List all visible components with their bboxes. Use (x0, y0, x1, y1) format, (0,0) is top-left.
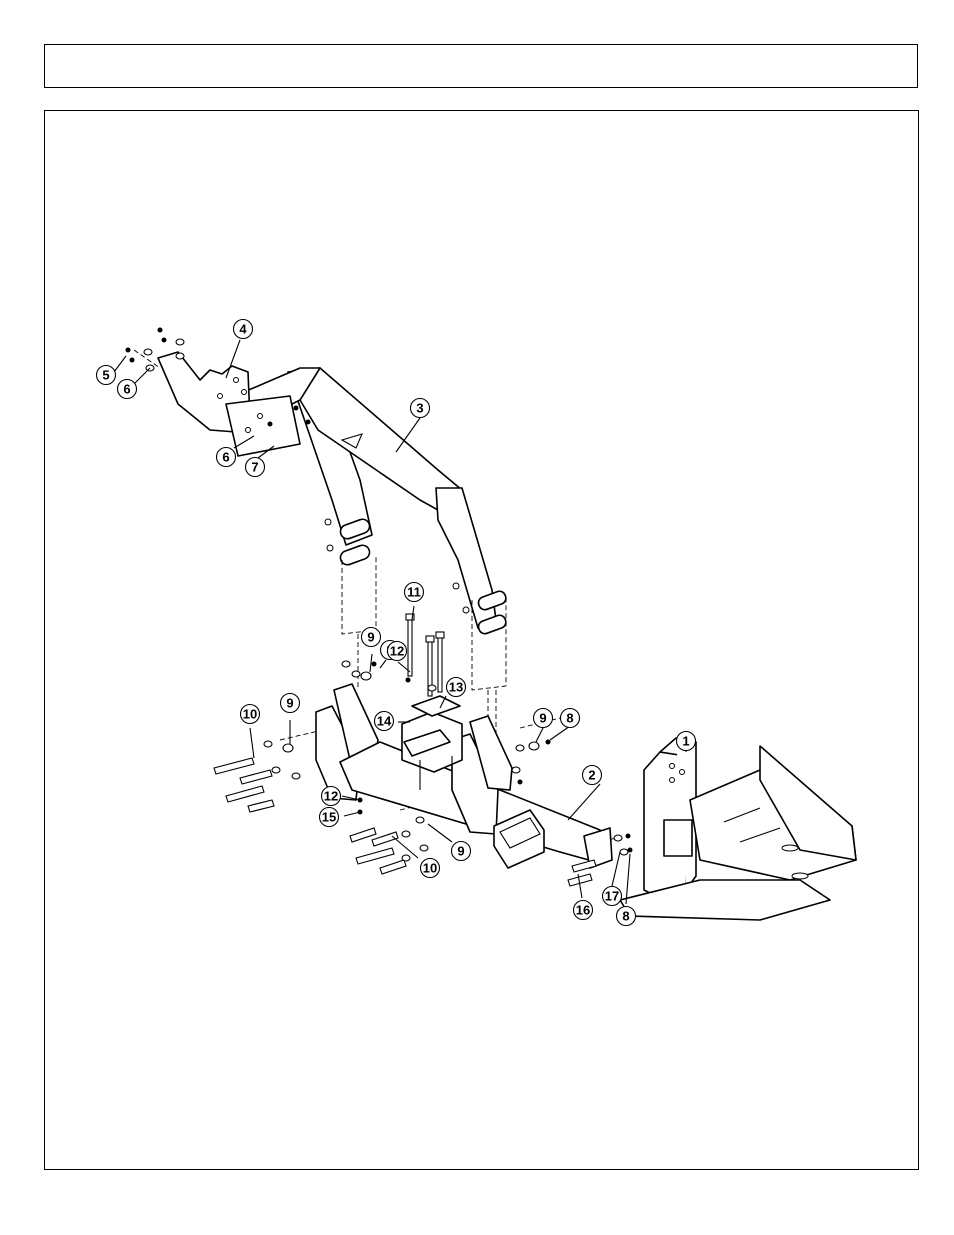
svg-text:17: 17 (605, 889, 619, 904)
svg-text:8: 8 (622, 909, 629, 924)
svg-text:1: 1 (682, 734, 689, 749)
main-mount-part-1 (620, 738, 856, 920)
callout-7: 7 (246, 458, 265, 477)
svg-text:13: 13 (449, 680, 463, 695)
callout-11: 11 (405, 583, 424, 602)
svg-text:10: 10 (243, 707, 257, 722)
callout-10b: 10 (421, 859, 440, 878)
callout-15: 15 (320, 808, 339, 827)
long-bolts-part-11 (406, 614, 444, 696)
svg-text:8: 8 (566, 711, 573, 726)
callout-9a: 9 (362, 628, 381, 647)
svg-text:7: 7 (251, 460, 258, 475)
svg-text:3: 3 (416, 401, 423, 416)
callout-12a: 12 (388, 642, 407, 661)
callout-12b: 12 (322, 787, 341, 806)
callout-14: 14 (375, 712, 394, 731)
callout-5: 5 (97, 366, 116, 385)
callout-9b: 9 (534, 709, 553, 728)
callout-10a: 10 (241, 705, 260, 724)
callout-9c: 9 (281, 694, 300, 713)
svg-text:6: 6 (222, 450, 229, 465)
callout-6b: 6 (217, 448, 236, 467)
callout-3: 3 (411, 399, 430, 418)
svg-text:9: 9 (367, 630, 374, 645)
svg-text:12: 12 (390, 644, 404, 659)
svg-text:10: 10 (423, 861, 437, 876)
svg-text:5: 5 (102, 368, 109, 383)
svg-text:9: 9 (457, 844, 464, 859)
svg-text:14: 14 (377, 714, 392, 729)
side-bracket-part-4 (158, 352, 300, 456)
callout-16: 16 (574, 901, 593, 920)
callout-13: 13 (447, 678, 466, 697)
svg-text:4: 4 (239, 322, 247, 337)
svg-text:9: 9 (539, 711, 546, 726)
svg-text:15: 15 (322, 810, 336, 825)
callout-2: 2 (583, 766, 602, 785)
svg-text:12: 12 (324, 789, 338, 804)
callout-1: 1 (677, 732, 696, 751)
svg-text:6: 6 (123, 382, 130, 397)
callout-9d: 9 (452, 842, 471, 861)
callout-8c: 8 (617, 907, 636, 926)
callout-8b: 8 (561, 709, 580, 728)
callout-leaders (114, 340, 686, 904)
callout-4: 4 (234, 320, 253, 339)
svg-text:11: 11 (407, 585, 421, 600)
callout-6a: 6 (118, 380, 137, 399)
svg-text:9: 9 (286, 696, 293, 711)
svg-text:16: 16 (576, 903, 590, 918)
svg-text:2: 2 (588, 768, 595, 783)
callout-17: 17 (603, 887, 622, 906)
